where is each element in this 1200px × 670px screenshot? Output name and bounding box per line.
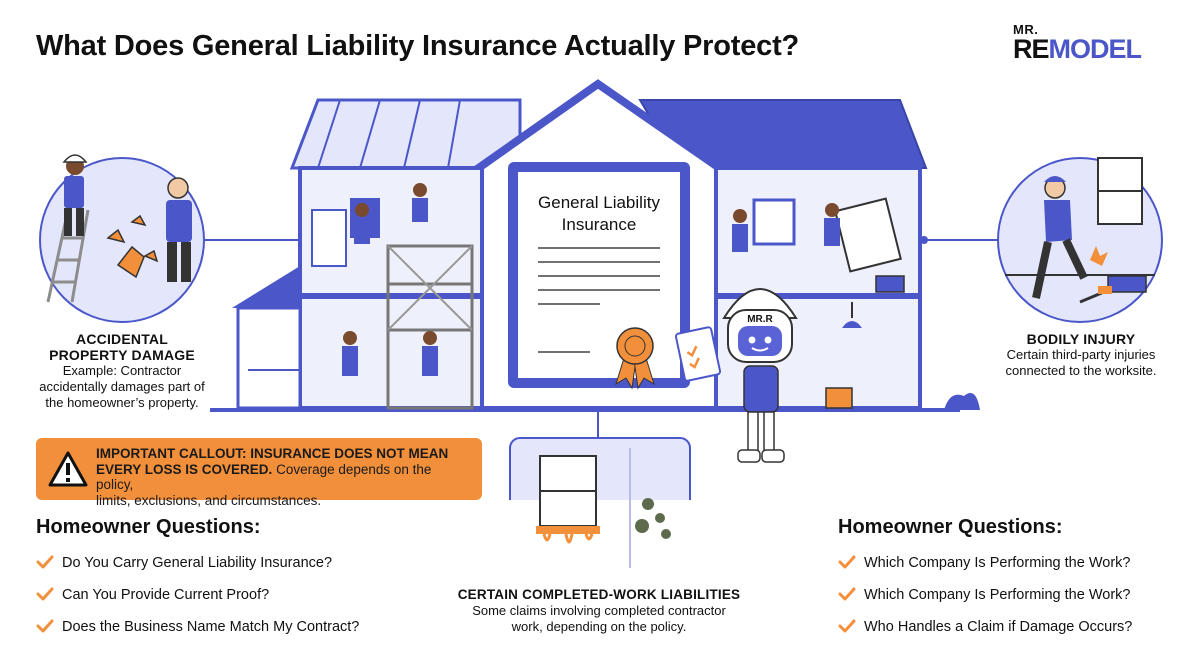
property-damage-scene	[39, 154, 205, 323]
certificate-seal-icon	[615, 327, 655, 390]
question-text: Which Company Is Performing the Work?	[864, 555, 1131, 571]
question-text: Which Company Is Performing the Work?	[864, 587, 1131, 603]
insurance-document: General Liability Insurance	[508, 162, 690, 390]
logo-word-a: RE	[1013, 34, 1050, 64]
callout-strong-line2: EVERY LOSS IS COVERED.	[96, 461, 273, 477]
checkmark-icon	[36, 619, 54, 633]
completed-work-heading: CERTAIN COMPLETED-WORK LIABILITIES	[457, 587, 741, 602]
list-item: Can You Provide Current Proof?	[36, 585, 359, 617]
checkmark-icon	[838, 587, 856, 601]
question-text: Does the Business Name Match My Contract…	[62, 619, 360, 635]
callout-text: IMPORTANT CALLOUT: INSURANCE DOES NOT ME…	[96, 446, 472, 508]
document-title-line2: Insurance	[562, 215, 637, 234]
question-text: Who Handles a Claim if Damage Occurs?	[864, 619, 1133, 635]
page-title: What Does General Liability Insurance Ac…	[36, 30, 800, 62]
property-damage-heading-line2: PROPERTY DAMAGE	[49, 347, 195, 363]
logo-prefix: MR.	[1013, 22, 1039, 37]
list-item: Which Company Is Performing the Work?	[838, 585, 1132, 617]
left-questions-list: Do You Carry General Liability Insurance…	[36, 553, 359, 649]
property-damage-heading-line1: ACCIDENTAL	[76, 331, 168, 347]
bodily-injury-label: BODILY INJURY Certain third-party injuri…	[976, 331, 1186, 379]
question-text: Can You Provide Current Proof?	[62, 587, 270, 603]
important-callout: IMPORTANT CALLOUT: INSURANCE DOES NOT ME…	[36, 438, 482, 508]
checkmark-icon	[36, 587, 54, 601]
property-damage-desc-line2: accidentally damages part of	[39, 379, 205, 394]
callout-line3: limits, exclusions, and circumstances.	[96, 492, 322, 508]
document-title-line1: General Liability	[538, 193, 660, 212]
warning-icon	[48, 451, 88, 487]
property-damage-desc-line1: Example: Contractor	[62, 363, 182, 378]
logo-word-b: MODEL	[1048, 34, 1142, 64]
left-questions-heading: Homeowner Questions:	[36, 516, 261, 538]
bodily-injury-heading: BODILY INJURY	[1026, 331, 1136, 347]
bodily-injury-scene	[997, 157, 1163, 323]
robot-mascot: MR.R	[674, 288, 798, 463]
question-text: Do You Carry General Liability Insurance…	[62, 555, 333, 571]
right-questions-list: Which Company Is Performing the Work? Wh…	[838, 553, 1132, 649]
completed-work-label: CERTAIN COMPLETED-WORK LIABILITIES Some …	[448, 587, 750, 635]
checkmark-icon	[36, 555, 54, 569]
bodily-injury-desc-line2: connected to the worksite.	[1005, 363, 1157, 378]
callout-rest-line2: Coverage depends on the policy,	[96, 461, 432, 493]
list-item: Do You Carry General Liability Insurance…	[36, 553, 359, 585]
bodily-injury-desc-line1: Certain third-party injuries	[1006, 347, 1156, 362]
callout-line2: EVERY LOSS IS COVERED. Coverage depends …	[96, 462, 472, 493]
property-damage-label: ACCIDENTAL PROPERTY DAMAGE Example: Cont…	[22, 331, 222, 411]
list-item: Does the Business Name Match My Contract…	[36, 617, 359, 649]
completed-work-desc-line1: Some claims involving completed contract…	[472, 603, 726, 618]
list-item: Which Company Is Performing the Work?	[838, 553, 1132, 585]
callout-strong-line1: IMPORTANT CALLOUT: INSURANCE DOES NOT ME…	[96, 446, 449, 461]
logo-wordmark: REMODEL	[1013, 34, 1142, 65]
right-questions-heading: Homeowner Questions:	[838, 516, 1063, 538]
house-illustration: General Liability Insurance	[39, 79, 1163, 500]
robot-helmet-text: MR.R	[747, 314, 773, 325]
checkmark-icon	[838, 619, 856, 633]
completed-work-detail	[536, 448, 671, 568]
list-item: Who Handles a Claim if Damage Occurs?	[838, 617, 1132, 649]
completed-work-desc-line2: work, depending on the policy.	[511, 619, 687, 634]
checkmark-icon	[838, 555, 856, 569]
property-damage-desc-line3: the homeowner’s property.	[45, 395, 199, 410]
brand-logo: MR. REMODEL	[1013, 22, 1173, 66]
